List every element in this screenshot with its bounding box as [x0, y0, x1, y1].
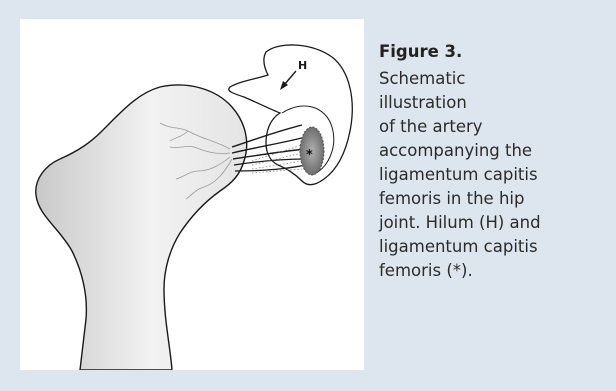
caption-line: of the artery: [379, 115, 604, 139]
caption-line: Schematic: [379, 67, 604, 91]
hilum-label: H: [298, 59, 307, 72]
caption-line: accompanying the: [379, 139, 604, 163]
ligament-marker: *: [306, 148, 313, 163]
caption-line: femoris in the hip: [379, 187, 604, 211]
caption-line: joint. Hilum (H) and: [379, 211, 604, 235]
figure-caption-title: Figure 3.: [379, 40, 604, 64]
caption-line: illustration: [379, 91, 604, 115]
caption-line: femoris (*).: [379, 259, 604, 283]
caption-line: ligamentum capitis: [379, 235, 604, 259]
figure-illustration-panel: H *: [20, 19, 364, 370]
figure-caption: Figure 3. Schematic illustration of the …: [379, 40, 604, 283]
hip-joint-illustration: H *: [20, 19, 364, 370]
caption-line: ligamentum capitis: [379, 163, 604, 187]
femur-outline: [36, 85, 247, 370]
